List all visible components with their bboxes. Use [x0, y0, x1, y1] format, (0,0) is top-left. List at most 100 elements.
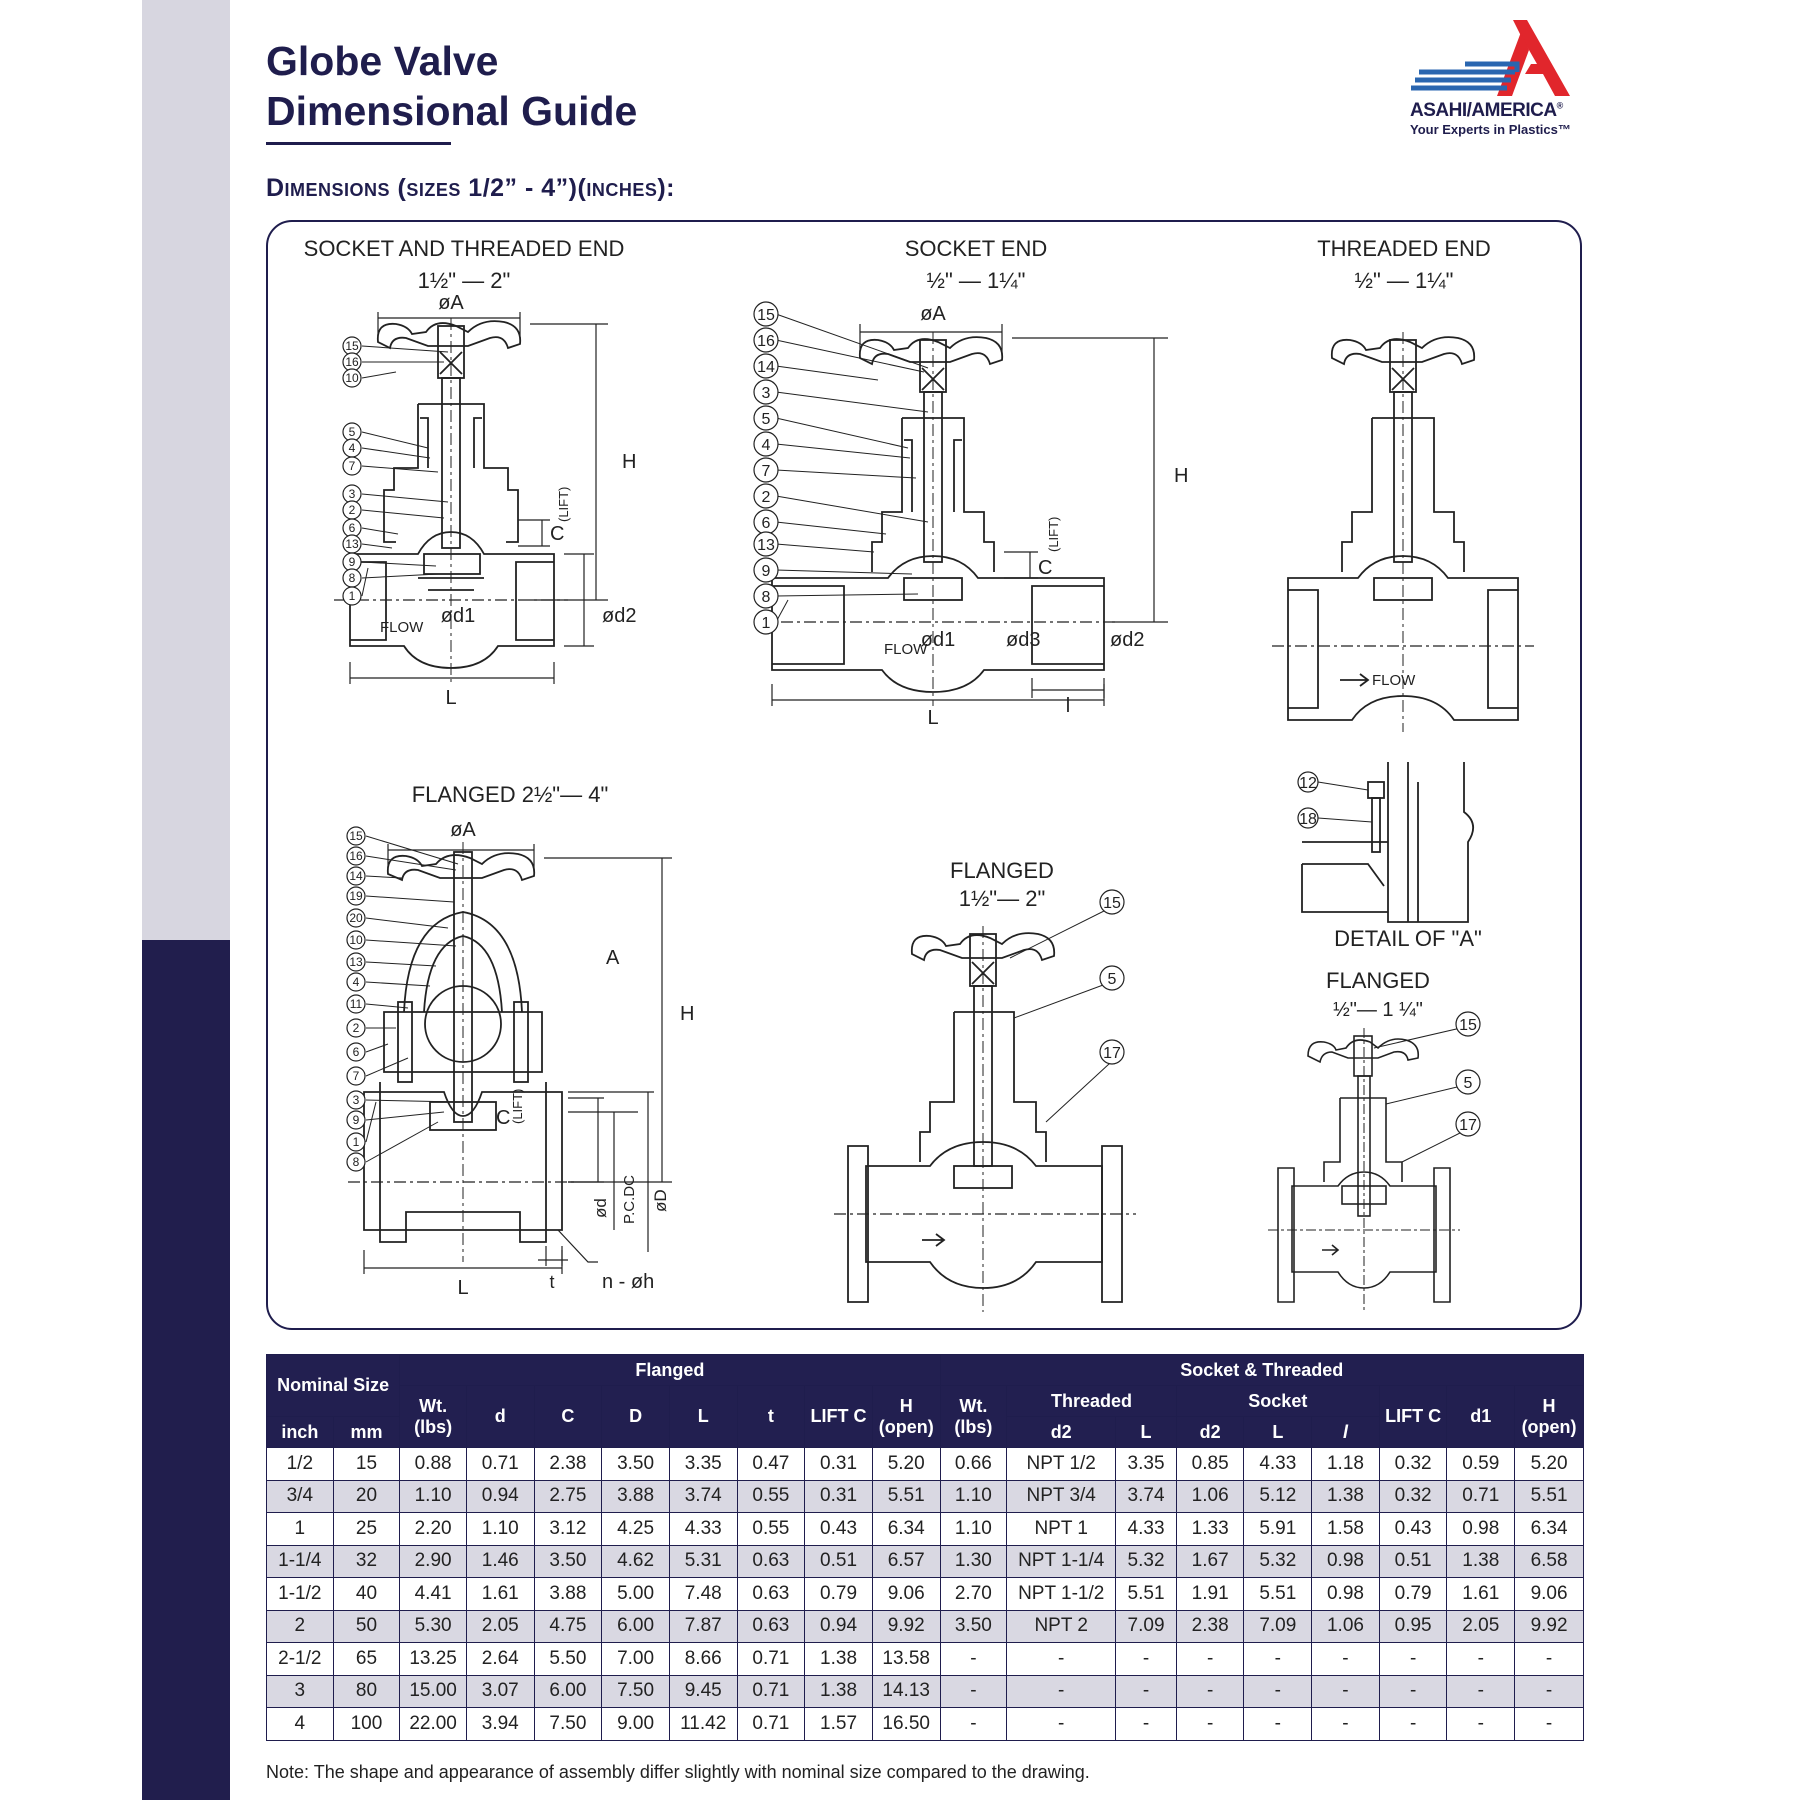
drawing-title-flanged-mid: FLANGED	[950, 858, 1054, 883]
callout-circle	[1099, 965, 1125, 991]
dim-c-flanged-large: C	[496, 1107, 510, 1129]
callout-circle	[346, 1018, 366, 1038]
table-cell: 9.00	[601, 1707, 670, 1741]
table-cell: 9.06	[1514, 1577, 1584, 1611]
table-cell: -	[1175, 1674, 1245, 1708]
table-cell: 3.88	[601, 1479, 670, 1513]
callout-number: 19	[349, 889, 363, 903]
table-cell: 1.38	[1446, 1544, 1516, 1578]
callout-circle	[346, 1152, 366, 1172]
callout-number: 6	[353, 1045, 360, 1059]
dim-a-flanged-large: øA	[450, 819, 476, 841]
table-cell: -	[1006, 1642, 1117, 1676]
dim-l-flanged-large: L	[457, 1277, 468, 1299]
table-cell: 1.38	[804, 1674, 873, 1708]
header-flanged-t: t	[736, 1385, 806, 1448]
table-cell: 5.20	[1514, 1447, 1584, 1481]
callout-number: 10	[345, 371, 359, 385]
table-cell: 1.38	[804, 1642, 873, 1676]
detail-a-label: A	[606, 947, 620, 969]
table-cell: 3.50	[601, 1447, 670, 1481]
callout-number: 12	[1299, 775, 1317, 792]
callout-number: 5	[1464, 1075, 1473, 1092]
logo-reg-mark: ®	[1556, 100, 1564, 111]
table-cell: 1.10	[465, 1512, 535, 1546]
table-cell: NPT 1-1/2	[1006, 1577, 1117, 1611]
table-cell: 2.05	[1446, 1609, 1516, 1643]
table-cell: -	[1311, 1674, 1380, 1708]
table-cell: 65	[332, 1642, 401, 1676]
table-cell: 0.55	[736, 1479, 806, 1513]
callout-number: 1	[762, 615, 771, 632]
callout-leader	[1009, 901, 1123, 959]
table-cell: 2.90	[399, 1544, 467, 1578]
drawing-threaded-end: THREADED END ½" — 1¼" FLOW	[1272, 236, 1534, 732]
table-cell: 11.42	[668, 1707, 738, 1741]
table-cell: 0.88	[399, 1447, 467, 1481]
detail-a-title: DETAIL OF "A"	[1334, 926, 1482, 951]
table-cell: -	[1243, 1707, 1313, 1741]
table-cell: 5.51	[1514, 1479, 1584, 1513]
table-cell: 0.66	[939, 1447, 1008, 1481]
table-cell: 0.31	[804, 1447, 873, 1481]
dim-l-socket: L	[927, 707, 938, 729]
callout-leader	[361, 465, 439, 473]
table-cell: 4.33	[668, 1512, 738, 1546]
callout-number: 4	[762, 437, 771, 454]
table-cell: 0.32	[1378, 1447, 1448, 1481]
callout-circle	[346, 886, 366, 906]
table-cell: 3.50	[533, 1544, 603, 1578]
callout-leader	[775, 365, 879, 381]
table-cell: 7.48	[668, 1577, 738, 1611]
table-cell: 1.61	[465, 1577, 535, 1611]
table-cell: 5.20	[871, 1447, 941, 1481]
callout-number: 14	[757, 359, 775, 376]
table-cell: 5.00	[601, 1577, 670, 1611]
table-cell: 1.18	[1311, 1447, 1380, 1481]
table-cell: 0.98	[1446, 1512, 1516, 1546]
table-cell: 3.07	[465, 1674, 535, 1708]
drawing-range-threaded: ½" — 1¼"	[1355, 268, 1454, 293]
table-cell: -	[1115, 1707, 1177, 1741]
callout-leader	[365, 1003, 409, 1009]
dim-t-flanged-large: t	[549, 1272, 554, 1292]
page-title-line1: Globe Valve	[266, 38, 499, 84]
dim-big-d-flanged-large: øD	[651, 1189, 670, 1212]
callout-circle	[753, 379, 779, 405]
table-cell: 9.92	[871, 1609, 941, 1643]
table-cell: 2.70	[939, 1577, 1008, 1611]
table-cell: -	[1243, 1674, 1313, 1708]
callout-circle	[753, 483, 779, 509]
table-cell: -	[939, 1707, 1008, 1741]
dim-l-socket-threaded: L	[445, 687, 456, 709]
table-cell: -	[1006, 1707, 1117, 1741]
table-cell: 6.34	[871, 1512, 941, 1546]
table-cell: 0.71	[465, 1447, 535, 1481]
callout-number: 5	[762, 411, 771, 428]
table-cell: 0.85	[1175, 1447, 1245, 1481]
callout-circle	[1455, 1011, 1481, 1037]
callout-number: 17	[1459, 1117, 1477, 1134]
drawing-title-flanged-large: FLANGED 2½"— 4"	[412, 782, 609, 807]
table-cell: 1.91	[1175, 1577, 1245, 1611]
table-cell: 2-1/2	[266, 1642, 334, 1676]
header-flanged-d: d	[465, 1385, 535, 1448]
callout-leader	[365, 961, 437, 967]
table-cell: 5.51	[1243, 1577, 1313, 1611]
callout-number: 3	[349, 487, 356, 501]
table-cell: -	[1446, 1642, 1516, 1676]
header-flanged: Flanged	[399, 1354, 941, 1386]
callout-circle	[346, 1110, 366, 1130]
callout-circle	[1297, 807, 1319, 829]
table-cell: 5.50	[533, 1642, 603, 1676]
callout-leader	[775, 521, 887, 535]
table-cell: -	[1378, 1674, 1448, 1708]
callout-number: 7	[353, 1069, 360, 1083]
table-cell: 0.79	[1378, 1577, 1448, 1611]
callout-leader	[365, 1099, 459, 1103]
callout-leader	[365, 1043, 389, 1053]
